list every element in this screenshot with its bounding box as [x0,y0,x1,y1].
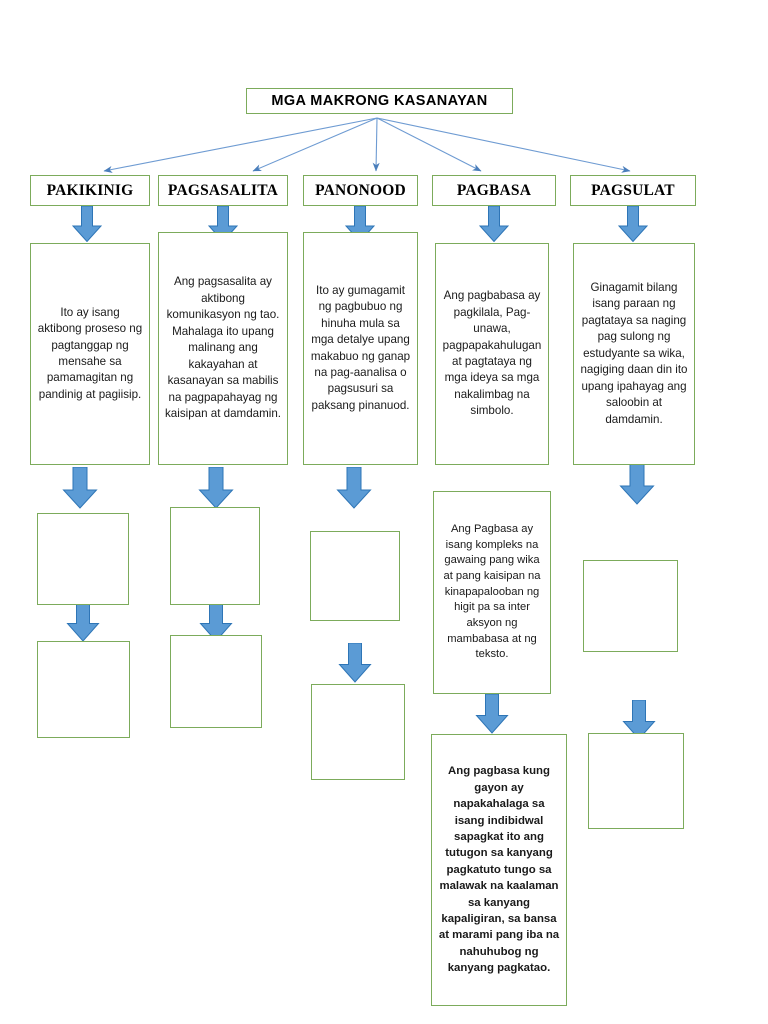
empty-box-pakikinig-2 [37,641,130,738]
arrow-pakikinig-to-empty-1 [62,467,98,509]
description-box-pagbasa-2: Ang Pagbasa ay isang kompleks na gawaing… [433,491,551,694]
header-label-pakikinig: PAKIKINIG [46,181,134,199]
header-box-pagbasa[interactable]: PAGBASA [432,175,556,206]
description-text-pagbasa-3: Ang pagbasa kung gayon ay napakahalaga s… [438,765,560,975]
arrow-pakikinig-to-description [72,206,102,242]
arrow-panonood-empty-1-to-2 [338,643,372,683]
empty-box-pagsasalita-2 [170,635,262,728]
description-text-pagbasa: Ang pagbabasa ay pagkilala, Pag-unawa, p… [442,289,542,418]
description-box-pagbasa-3: Ang pagbasa kung gayon ay napakahalaga s… [431,734,567,1006]
arrow-pagsulat-to-description [618,206,648,242]
empty-box-panonood-1 [310,531,400,621]
header-box-pagsulat[interactable]: PAGSULAT [570,175,696,206]
description-text-pagbasa-2: Ang Pagbasa ay isang kompleks na gawaing… [443,522,541,661]
description-box-panonood: Ito ay gumagamit ng pagbubuo ng hinuha m… [303,232,418,465]
arrow-pakikinig-empty-1-to-2 [66,602,100,642]
arrow-pagbasa-to-description [479,206,509,242]
description-box-pagbasa: Ang pagbabasa ay pagkilala, Pag-unawa, p… [435,243,549,465]
arrow-panonood-to-empty-1 [336,467,372,509]
header-box-pagsasalita[interactable]: PAGSASALITA [158,175,288,206]
description-box-pagsasalita: Ang pagsasalita ay aktibong komunikasyon… [158,232,288,465]
empty-box-panonood-2 [311,684,405,780]
description-text-panonood: Ito ay gumagamit ng pagbubuo ng hinuha m… [310,283,411,412]
header-label-pagbasa: PAGBASA [456,181,532,199]
header-box-panonood[interactable]: PANONOOD [303,175,418,206]
page-title: MGA MAKRONG KASANAYAN [271,93,488,109]
arrow-pagbasa-2-to-3 [475,694,509,734]
header-label-pagsasalita: PAGSASALITA [167,181,279,199]
empty-box-pakikinig-1 [37,513,129,605]
header-box-pakikinig[interactable]: PAKIKINIG [30,175,150,206]
description-box-pakikinig: Ito ay isang aktibong proseso ng pagtang… [30,243,150,465]
header-label-panonood: PANONOOD [315,181,406,199]
description-text-pagsasalita: Ang pagsasalita ay aktibong komunikasyon… [165,275,281,421]
arrow-pagsulat-empty-1-to-2 [622,700,656,740]
description-box-pagsulat: Ginagamit bilang isang paraan ng pagtata… [573,243,695,465]
empty-box-pagsulat-1 [583,560,678,652]
arrow-pagsasalita-empty-1-to-2 [199,602,233,642]
empty-box-pagsasalita-1 [170,507,260,605]
arrow-pagsulat-to-empty-1 [619,463,655,505]
empty-box-pagsulat-2 [588,733,684,829]
header-label-pagsulat: PAGSULAT [591,181,675,199]
diagram-title-box: MGA MAKRONG KASANAYAN [246,88,513,114]
description-text-pagsulat: Ginagamit bilang isang paraan ng pagtata… [580,280,688,426]
description-text-pakikinig: Ito ay isang aktibong proseso ng pagtang… [37,305,143,401]
arrow-pagsasalita-to-empty-1 [198,467,234,509]
